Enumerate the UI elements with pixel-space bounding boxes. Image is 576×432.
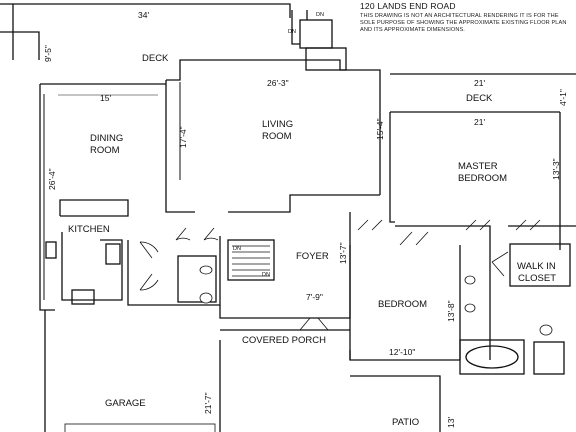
stair-dn-top: DN: [316, 12, 324, 18]
living-label-1: LIVING: [262, 119, 293, 130]
refrigerator: [105, 243, 121, 265]
bathtub: [465, 345, 519, 369]
bedroom-depth-dim: 13'-8": [446, 300, 456, 322]
top-stair-wall: [291, 10, 300, 45]
kitchen-label: KITCHEN: [68, 224, 110, 235]
deck-right-label: DECK: [466, 93, 493, 104]
dining-depth-dim: 26'-4": [47, 168, 57, 190]
living-left-wall: [165, 80, 195, 213]
foyer-depth-dim: 13'-7": [338, 242, 348, 264]
foyer-wall: [219, 212, 351, 319]
master-width-dim: 21': [474, 117, 485, 127]
living-label-2: ROOM: [262, 131, 292, 142]
bath-sink-1: [464, 275, 476, 285]
foyer-label: FOYER: [296, 251, 329, 262]
deck-depth-dim: 9'-5": [43, 45, 53, 62]
kitchen-sink: [45, 241, 57, 259]
dining-label-2: ROOM: [90, 145, 120, 156]
bedroom-wall: [349, 245, 460, 361]
bedroom-label: BEDROOM: [378, 299, 427, 310]
walls: [0, 3, 576, 432]
kitchen-range: [71, 289, 95, 305]
deck-left-label: DECK: [142, 53, 169, 64]
walkin-closet-wall: [509, 243, 571, 287]
garage-door: [64, 423, 216, 432]
hearth: [305, 47, 347, 71]
door-swings: [139, 219, 541, 331]
stair-dn-left: DN: [288, 29, 296, 35]
master-label-2: BEDROOM: [458, 173, 507, 184]
living-depth-right-dim: 15'-4": [375, 118, 385, 140]
plan-title: 120 LANDS END ROAD: [360, 1, 456, 11]
master-label-1: MASTER: [458, 161, 498, 172]
deck-width-dim: 34': [138, 10, 149, 20]
deck-right-depth-dim: 4'-1": [558, 89, 568, 106]
disclaimer-note: THIS DRAWING IS NOT AN ARCHITECTURAL REN…: [360, 13, 567, 34]
master-toilet: [539, 324, 553, 336]
deck-inner-rail: [0, 31, 40, 60]
deck-right-width-dim: 21': [474, 78, 485, 88]
shower: [533, 341, 565, 375]
stair-dn-1: DN: [233, 246, 241, 252]
stair-well: [227, 239, 275, 281]
garage-label: GARAGE: [105, 398, 146, 409]
living-bottom-wall: [228, 194, 380, 213]
dining-label-1: DINING: [90, 133, 123, 144]
bath-tub-area: [459, 339, 525, 375]
master-depth-dim: 13'-3": [551, 158, 561, 180]
stair-treads: [232, 245, 270, 277]
porch-label: COVERED PORCH: [242, 335, 326, 346]
deck-top-rail: [0, 3, 291, 18]
living-top-wall: [166, 59, 381, 195]
master-left-wall: [389, 112, 395, 223]
foyer-width-dim: 7'-9": [306, 292, 323, 302]
walkin-label-2: CLOSET: [518, 273, 556, 284]
garage-depth-dim: 21'-7": [203, 392, 213, 414]
west-wall: [39, 84, 55, 311]
walkin-label-1: WALK IN: [517, 261, 556, 272]
bath-sink-2: [464, 303, 476, 313]
closet-wall: [395, 225, 491, 360]
bedroom-width-dim: 12'-10": [389, 347, 415, 357]
stair-dn-2: DN: [262, 272, 270, 278]
patio-label: PATIO: [392, 417, 419, 428]
patio-depth-dim: 13': [446, 417, 456, 428]
patio-edge: [350, 375, 441, 432]
living-width-dim: 26'-3": [267, 78, 289, 88]
kitchen-counter: [61, 232, 123, 301]
hall-wall: [127, 236, 221, 306]
hall-sink: [199, 265, 213, 275]
hall-toilet: [199, 292, 213, 304]
chimney: [299, 19, 333, 49]
dining-width-dim: 15': [100, 93, 111, 103]
living-depth-left-dim: 17'-4": [178, 126, 188, 148]
hall-bath: [177, 255, 217, 303]
fixtures: [199, 265, 553, 336]
kitchen-island: [59, 199, 129, 217]
